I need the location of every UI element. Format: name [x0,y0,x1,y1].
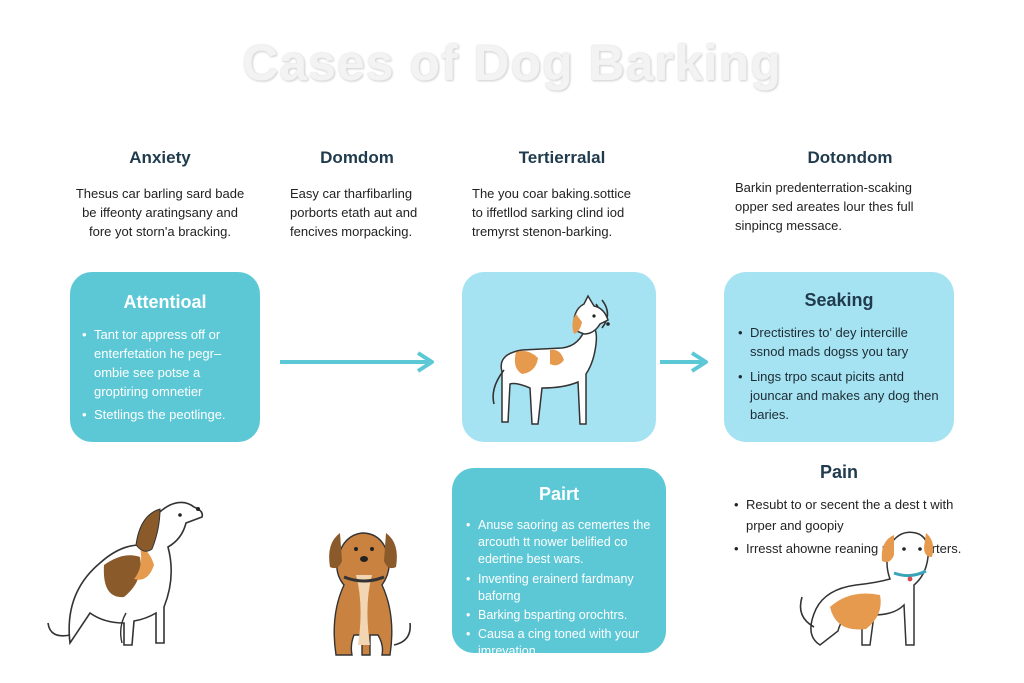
column-heading: Tertierralal [518,148,606,167]
column-line: Thesus car barling sard bade [75,186,245,201]
column-line: be iffeonty aratingsany and [82,205,238,220]
column-heading: Dotondom [807,148,893,167]
column-heading: Domdom [320,148,394,167]
collar-dog-icon [799,531,934,646]
column-line: tremyrst stenon-barking. [472,224,613,239]
column-line: The you coar baking.sottice [472,186,631,201]
box-item: Inventing erainerd fardmany baforng [466,571,652,605]
box-item: Lings trpo scaut picits antd jouncar and… [738,367,940,424]
column-line: porborts etath aut and [290,205,418,220]
arrow-right-icon [660,351,708,373]
box-heading: Attentioal [123,292,207,312]
pain-list: Resubt to or secent the a dest t with pr… [734,494,964,559]
column-anxiety: Anxiety Thesus car barling sard bade be … [60,148,260,241]
box-heading: Seaking [804,290,874,310]
column-line: sinpincg messace. [735,218,842,233]
page-title: Cases of Dog Barking [242,35,782,91]
pain-item: Resubt to or secent the a dest t with pr… [734,494,964,536]
seeking-box: Seaking Drectistires to' dey intercille … [724,272,954,442]
column-line: fore yot storn'a bracking. [89,224,231,239]
sitting-dog-icon [329,532,411,656]
column-line: fencives morpacking. [290,224,413,239]
barking-dog-icon [492,294,610,425]
column-line: Easy car tharfibarling [290,186,413,201]
box-item: Anuse saoring as cemertes the arcouth tt… [466,517,652,568]
column-line: Barkin predenterration-scaking [735,180,913,195]
box-item: Stetlings the peotlinge. [82,405,248,424]
column-line: to iffetllod sarking clind iod [472,205,625,220]
column-dotondom: Dotondom Barkin predenterration-scaking … [735,148,965,235]
beagle-dog-icon [47,501,204,646]
box-heading: Pairt [538,484,580,504]
attentional-box: Attentioal Tant tor appress off or enter… [70,272,260,442]
pairt-box: Pairt Anuse saoring as cemertes the arco… [452,468,666,658]
box-item: Barking bsparting orochtrs. [466,607,652,624]
column-tertierralal: Tertierralal The you coar baking.sottice… [462,148,662,241]
box-item: Drectistires to' dey intercille ssnod ma… [738,323,940,361]
column-line: opper sed areates lour thes full [735,199,914,214]
arrow-right-icon [280,351,434,373]
center-dog-box [462,272,656,442]
column-heading: Anxiety [129,148,191,167]
box-item: Causa a cing toned with your imrevation. [466,626,652,660]
box-item: Tant tor appress off or enterfetation he… [82,325,248,401]
pain-heading: Pain [820,462,859,482]
column-domdom: Domdom Easy car tharfibarling porborts e… [272,148,442,241]
